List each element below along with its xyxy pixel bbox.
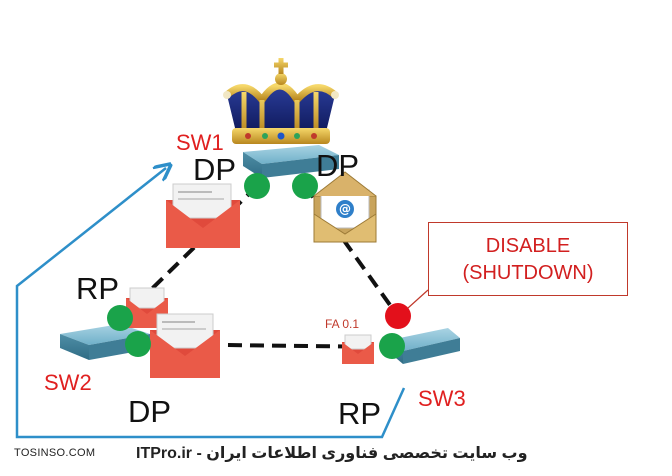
footer: TOSINSO.COM ITPro.ir - وب سایت تخصصی فنا… (0, 445, 672, 476)
callout-line1: DISABLE (485, 235, 571, 257)
footer-right: ITPro.ir - وب سایت تخصصی فناوری اطلاعات … (136, 445, 528, 462)
port-rp-sw2 (107, 305, 133, 331)
label-sw1: SW1 (176, 130, 224, 155)
switch-icon (243, 145, 339, 178)
label-dp-sw1-left: DP (193, 152, 237, 187)
port-rp-sw3 (379, 333, 405, 359)
port-dp-sw1-left (244, 173, 270, 199)
label-dp-sw2: DP (128, 394, 172, 429)
disable-callout: DISABLE (SHUTDOWN) (428, 222, 628, 296)
port-dp-sw2 (125, 331, 151, 357)
port-dp-sw1-right (292, 173, 318, 199)
label-sw2: SW2 (44, 370, 92, 395)
mail-envelope-icon (166, 183, 240, 248)
label-dp-sw1-right: DP (316, 148, 360, 183)
label-rp-sw3: RP (338, 396, 382, 431)
svg-text:@: @ (339, 202, 351, 216)
crown-icon (223, 58, 339, 144)
mail-envelope-icon (342, 334, 374, 364)
mail-envelope-icon (150, 313, 220, 378)
path-arrow (15, 168, 406, 439)
footer-left: TOSINSO.COM (14, 447, 96, 459)
port-blocked-sw3 (385, 303, 411, 329)
label-sw3: SW3 (418, 386, 466, 411)
label-rp-sw2: RP (76, 271, 120, 306)
email-at-envelope-icon: @ (313, 171, 377, 243)
label-port-sw3: FA 0.1 (325, 317, 360, 331)
callout-line2: (SHUTDOWN) (462, 262, 594, 284)
callout-connector (407, 289, 429, 309)
